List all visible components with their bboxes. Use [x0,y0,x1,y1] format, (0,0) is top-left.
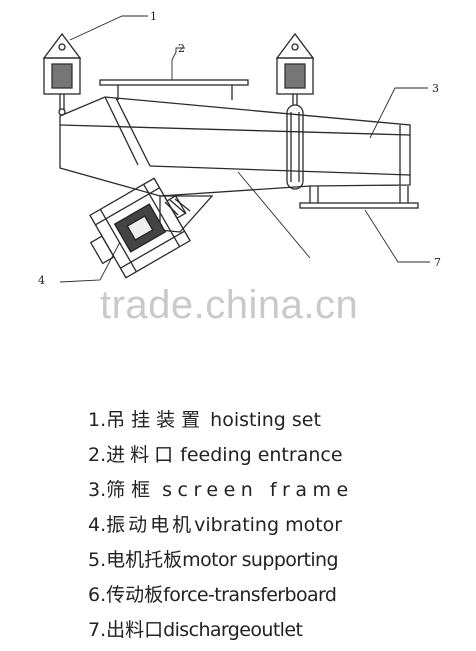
right-hoisting-set [275,32,315,190]
legend-chinese: 振动电机 [106,514,195,536]
callout-3: 3 [432,82,439,95]
legend-number: 5. [88,549,107,571]
legend-english: feeding entrance [180,444,343,466]
legend-english: vibrating motor [194,514,343,536]
discharge-outlet [299,186,419,209]
legend-chinese: 传动板 [106,584,164,606]
left-hoisting-set [42,32,82,116]
legend-number: 1. [88,409,107,431]
leader-lines [59,15,430,283]
legend-chinese: 出料口 [106,619,164,641]
legend-item: 5.电机托板motor supporting [88,546,468,581]
legend-english: hoisting set [210,409,321,431]
legend-chinese: 筛框 [106,479,157,501]
legend-number: 4. [88,514,107,536]
legend-english: dischargeoutlet [163,619,303,641]
legend-number: 7. [88,619,107,641]
legend-item: 4.振动电机vibrating motor [88,511,468,546]
callout-1: 1 [150,10,157,23]
feeding-entrance [99,79,249,100]
legend-number: 6. [88,584,107,606]
vibrating-feeder-drawing: 1 2 3 4 7 [38,10,441,287]
legend-english: screen frame [162,479,354,501]
legend-number: 3. [88,479,107,501]
callout-4: 4 [38,274,45,287]
legend-chinese: 电机托板 [106,549,183,571]
legend-chinese: 吊挂装置 [106,409,207,431]
legend-item: 6.传动板force-transferboard [88,581,468,616]
legend-english: motor supporting [182,549,338,571]
callout-2: 2 [178,42,185,55]
vibrating-motor [89,177,191,279]
legend-chinese: 进料口 [106,444,179,466]
watermark-text: trade.china.cn [100,283,359,327]
legend-english: force-transferboard [163,584,337,606]
legend-item: 7.出料口dischargeoutlet [88,616,468,651]
callout-7: 7 [434,256,441,269]
screen-frame [59,96,411,197]
legend-number: 2. [88,444,107,466]
